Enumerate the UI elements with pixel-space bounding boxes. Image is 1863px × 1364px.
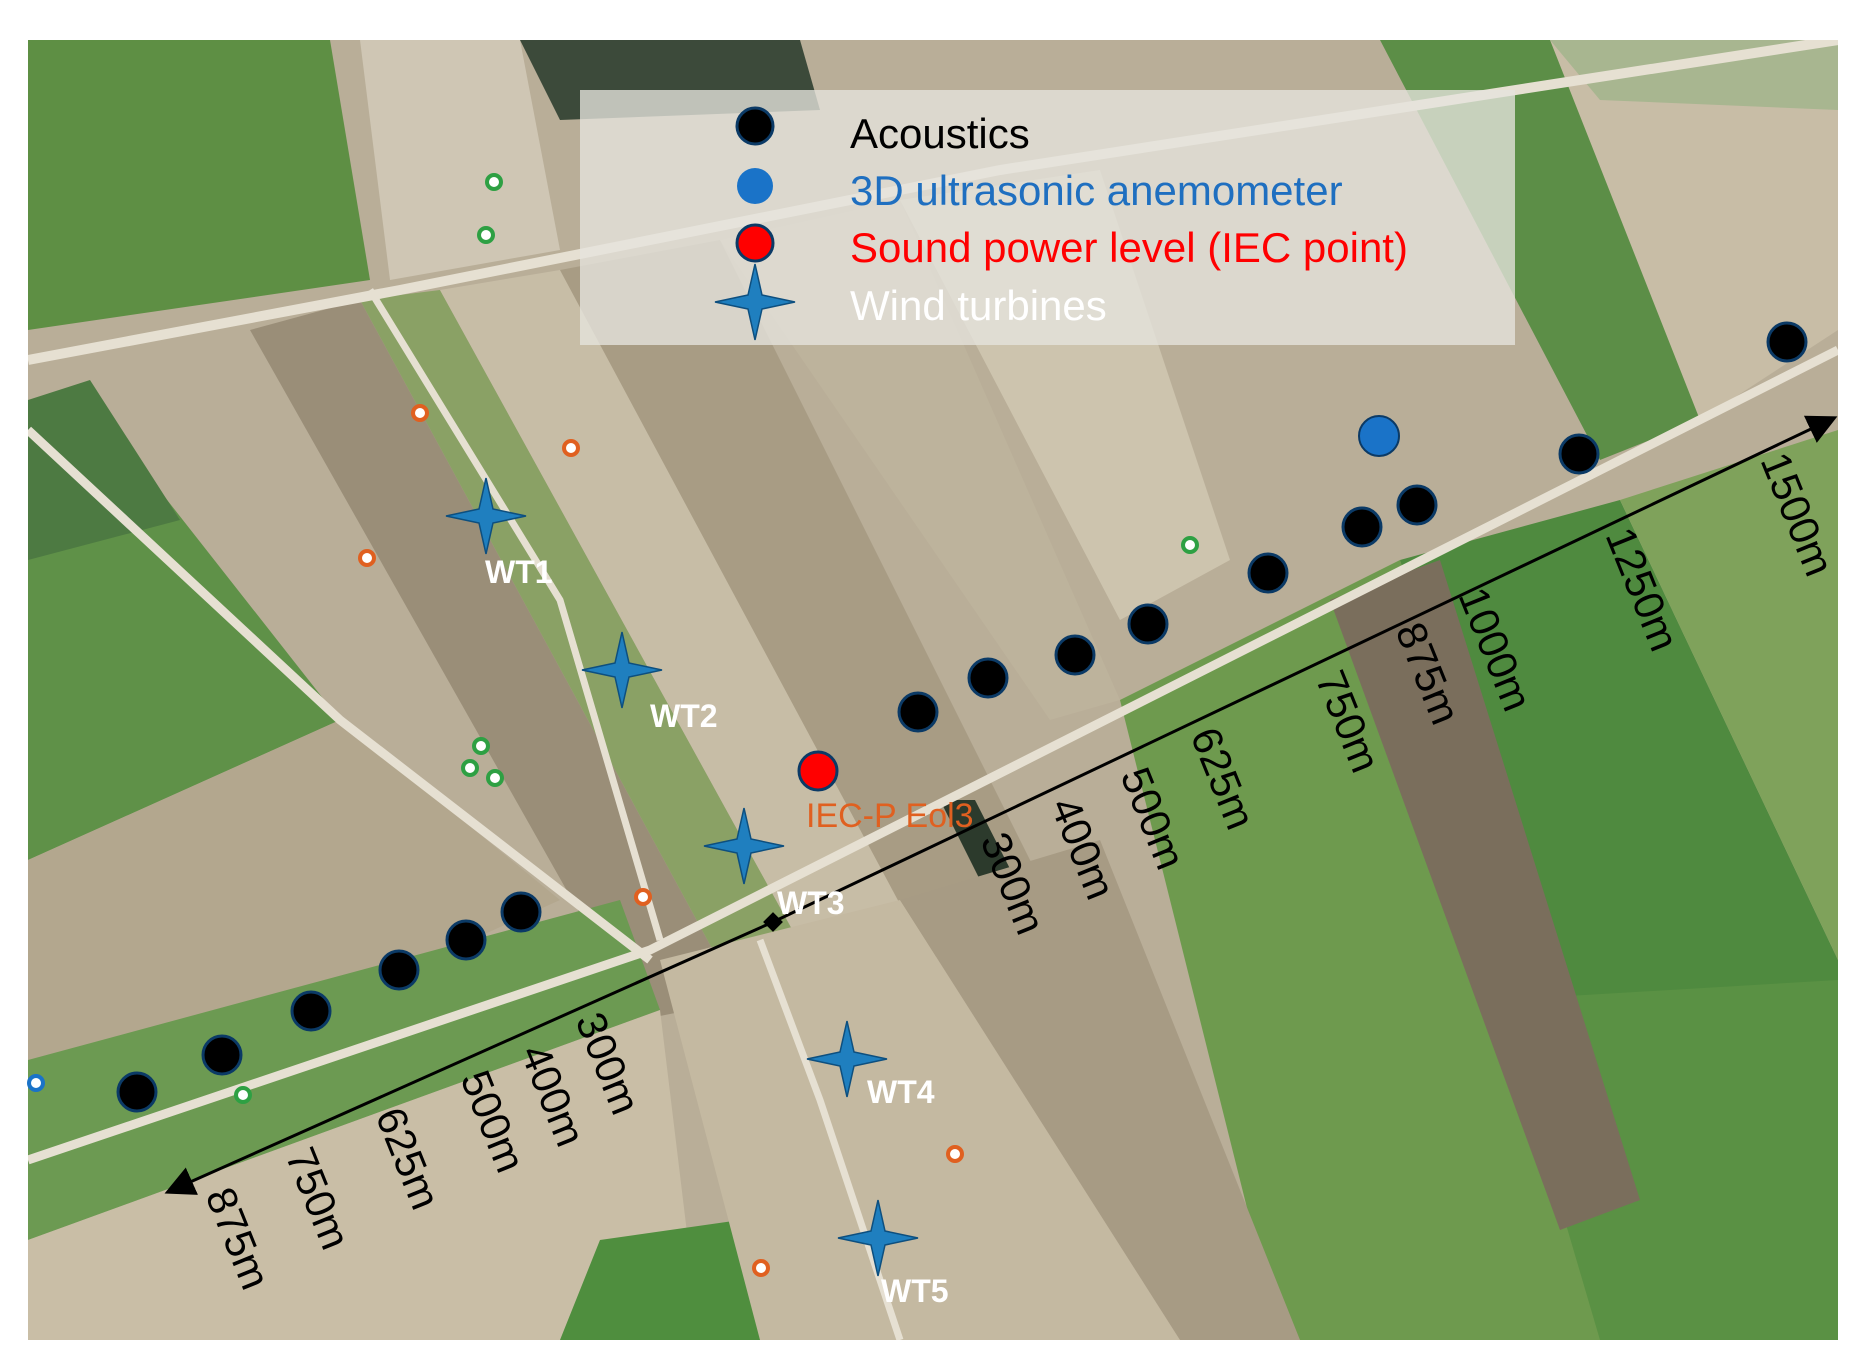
legend-acoustics-label: Acoustics xyxy=(850,110,1030,157)
turbine-label-wt2: WT2 xyxy=(650,698,718,734)
turbine-star-icon xyxy=(703,807,785,885)
acoustic-point xyxy=(1054,634,1096,676)
acoustic-point xyxy=(897,691,939,733)
turbine-label-wt1: WT1 xyxy=(485,554,553,590)
axis-upper-line xyxy=(772,415,1838,924)
acoustic-point xyxy=(116,1071,158,1113)
acoustic-point xyxy=(1558,433,1600,475)
legend-acoustics-marker xyxy=(735,106,775,146)
acoustic-point xyxy=(1341,506,1383,548)
acoustic-points xyxy=(116,321,1808,1113)
acoustic-point xyxy=(500,891,542,933)
axis-lower-line xyxy=(164,920,774,1195)
iec-point xyxy=(797,750,839,792)
turbine-label-wt4: WT4 xyxy=(867,1074,935,1110)
acoustic-point xyxy=(290,990,332,1032)
legend-iec-marker xyxy=(735,223,775,263)
turbine-star-icon xyxy=(581,631,663,709)
acoustic-point xyxy=(1396,484,1438,526)
legend-anemometer-marker xyxy=(737,168,773,204)
wind-turbines: WT1 WT2 WT3 WT4 WT5 xyxy=(445,477,949,1309)
anemometer-point xyxy=(1358,415,1400,457)
turbine-star-icon xyxy=(445,477,527,555)
axis-origin xyxy=(763,912,783,932)
acoustic-point xyxy=(201,1034,243,1076)
legend-iec-label: Sound power level (IEC point) xyxy=(850,224,1408,271)
acoustic-point xyxy=(1247,552,1289,594)
small-markers xyxy=(27,173,1199,1277)
turbine-label-wt3: WT3 xyxy=(777,885,845,921)
turbine-star-icon xyxy=(806,1020,888,1098)
acoustic-point xyxy=(1766,321,1808,363)
legend-anemometer-label: 3D ultrasonic anemometer xyxy=(850,167,1343,214)
measurement-axes xyxy=(164,415,1838,1195)
acoustic-point xyxy=(378,949,420,991)
legend: Acoustics 3D ultrasonic anemometer Sound… xyxy=(580,90,1515,345)
iec-point-label: IEC-P Eol3 xyxy=(806,797,974,835)
acoustic-point xyxy=(445,919,487,961)
turbine-star-icon xyxy=(837,1199,919,1277)
acoustic-point xyxy=(967,657,1009,699)
legend-wind-turbines-label: Wind turbines xyxy=(850,282,1107,329)
legend-wind-turbine-star-icon xyxy=(714,263,796,341)
acoustic-point xyxy=(1127,603,1169,645)
turbine-label-wt5: WT5 xyxy=(881,1273,949,1309)
